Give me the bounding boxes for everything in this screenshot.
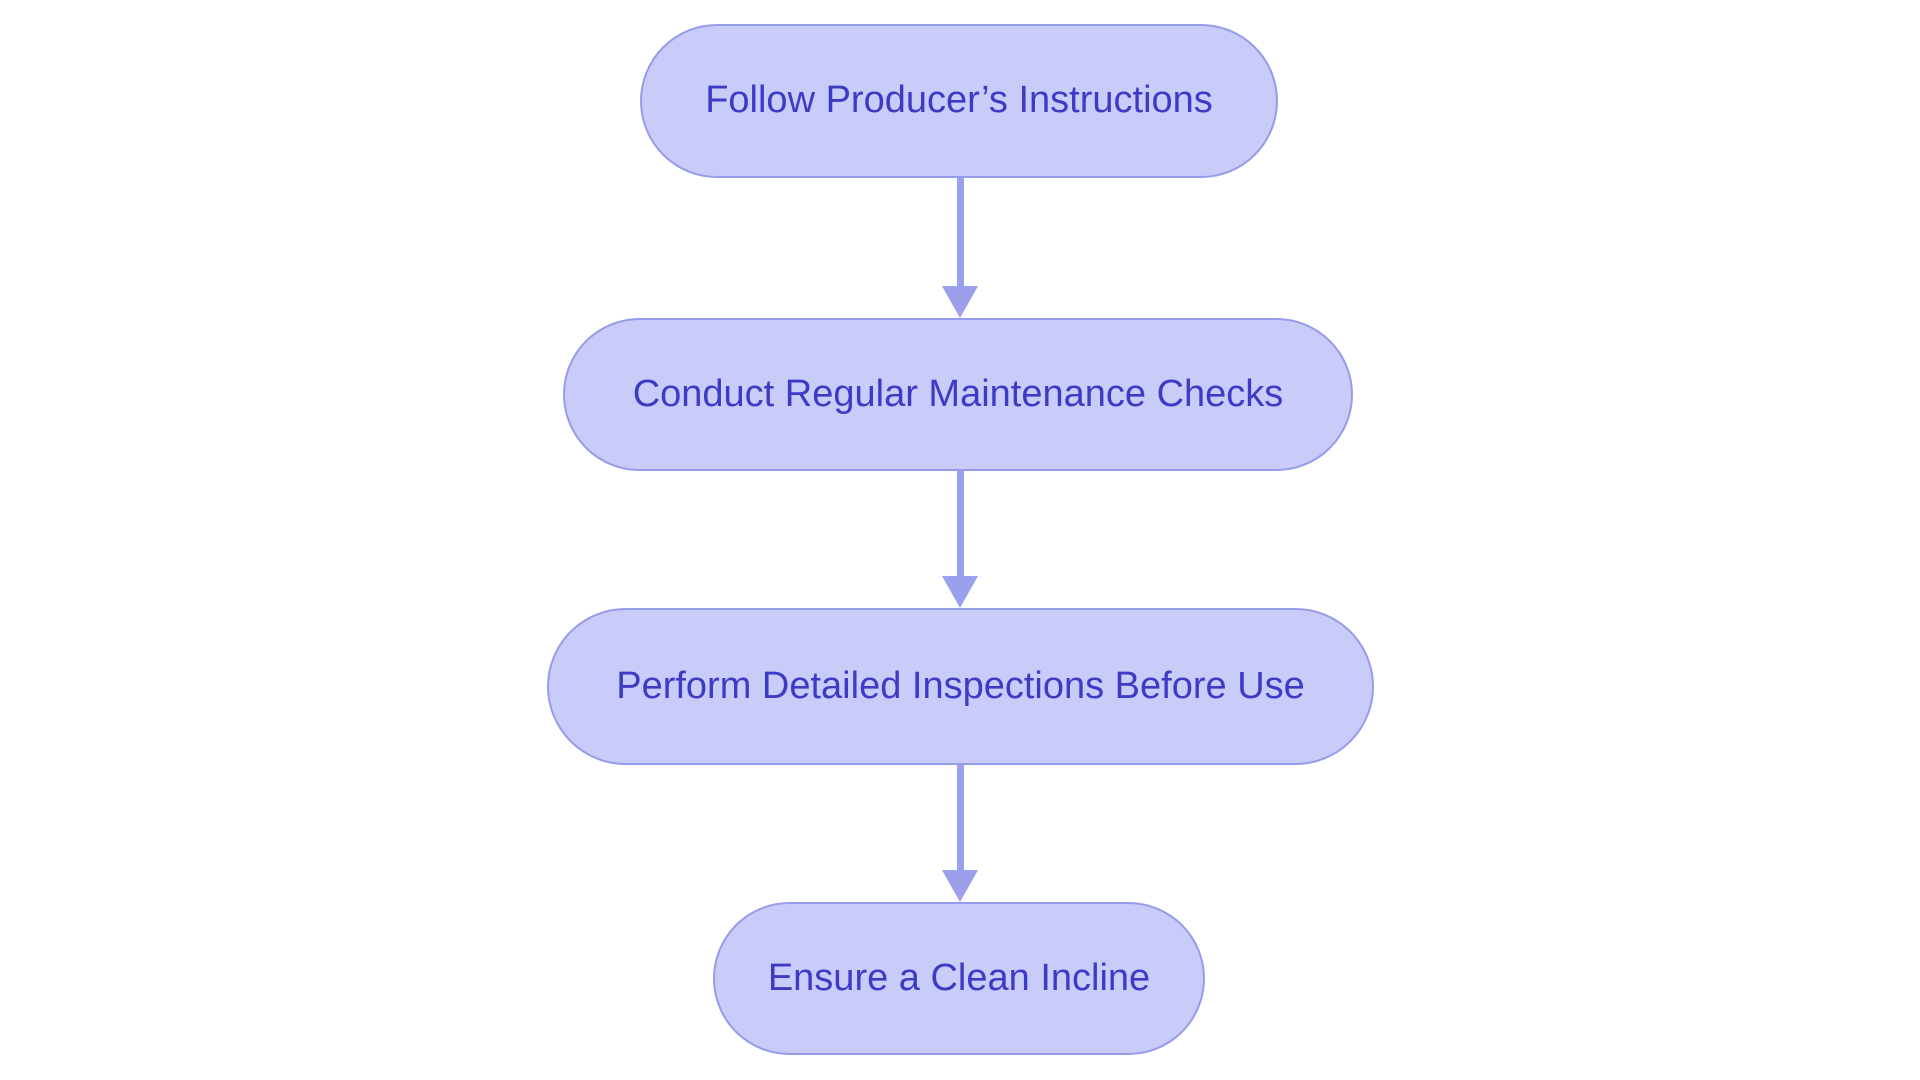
node-label: Conduct Regular Maintenance Checks (632, 372, 1284, 415)
flow-node-conduct-regular-maintenance-checks: Conduct Regular Maintenance Checks (563, 318, 1353, 471)
flow-node-ensure-a-clean-incline: Ensure a Clean Incline (713, 902, 1205, 1055)
arrow-head-down-icon (942, 286, 978, 318)
node-label: Perform Detailed Inspections Before Use (616, 664, 1305, 707)
flow-arrow-2 (942, 471, 978, 608)
arrow-shaft (956, 178, 964, 286)
node-label: Ensure a Clean Incline (767, 956, 1151, 999)
flow-arrow-3 (942, 765, 978, 902)
arrow-shaft (956, 471, 964, 576)
arrow-shaft (956, 765, 964, 870)
flow-node-follow-producers-instructions: Follow Producer’s Instructions (640, 24, 1278, 178)
arrow-head-down-icon (942, 576, 978, 608)
flow-node-perform-detailed-inspections-before-use: Perform Detailed Inspections Before Use (547, 608, 1374, 765)
flow-arrow-1 (942, 178, 978, 318)
node-label: Follow Producer’s Instructions (705, 79, 1213, 122)
arrow-head-down-icon (942, 870, 978, 902)
